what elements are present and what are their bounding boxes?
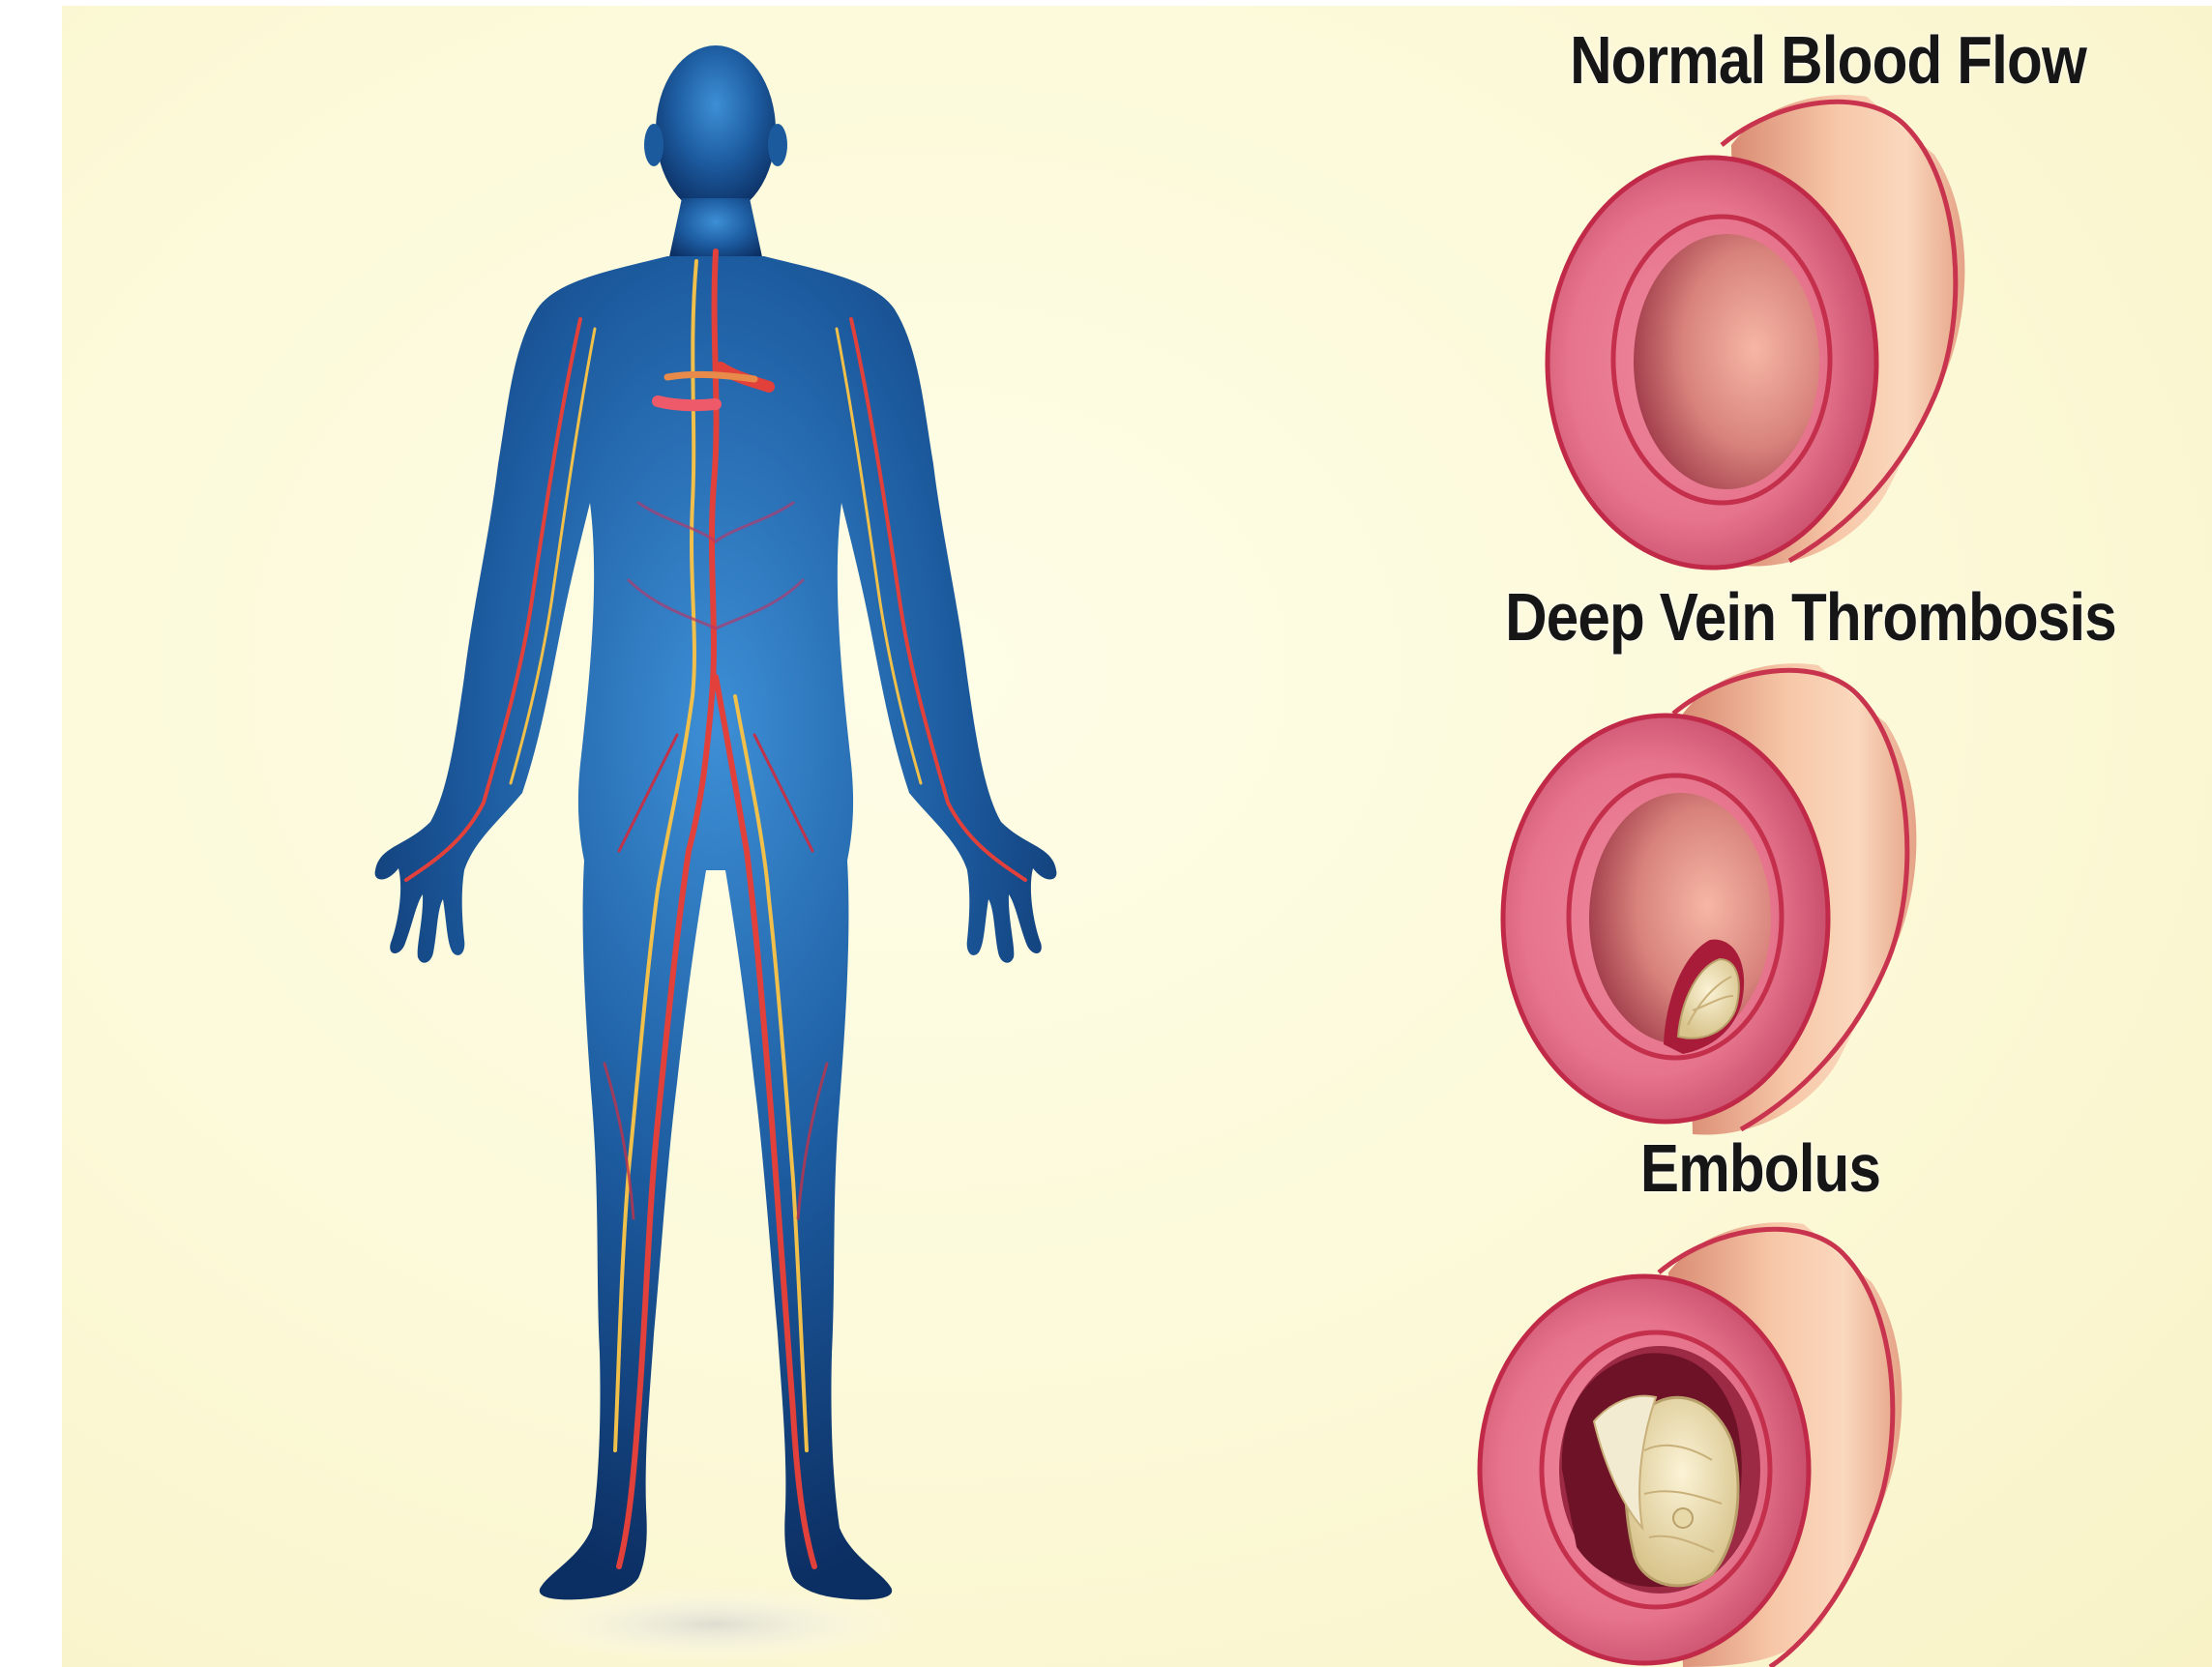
label-normal-blood-flow: Normal Blood Flow: [1475, 21, 2182, 99]
left-ear: [644, 124, 664, 166]
label-embolus: Embolus: [1511, 1129, 2010, 1207]
head: [656, 45, 776, 216]
vessel-normal-lumen: [1634, 234, 1819, 489]
vessel-embolus: [1480, 1222, 1902, 1667]
right-ear: [768, 124, 787, 166]
embolus-clot-icon: [1562, 1353, 1742, 1587]
vessel-dvt: [1503, 663, 1916, 1134]
vessel-normal: [1548, 95, 1964, 568]
human-body-icon: [375, 45, 1057, 1663]
label-deep-vein-thrombosis: Deep Vein Thrombosis: [1395, 578, 2212, 656]
vessel-network: [406, 251, 1025, 1566]
